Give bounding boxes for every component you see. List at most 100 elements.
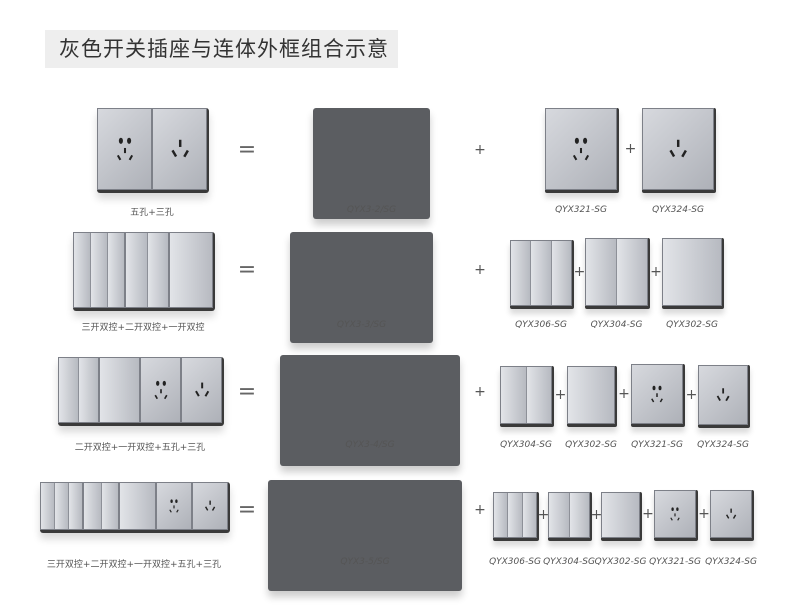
combo-panel-2 bbox=[73, 232, 215, 311]
frame-label: QYX3-2/SG bbox=[346, 205, 397, 215]
rocker-key bbox=[79, 358, 98, 422]
rocker-key bbox=[108, 233, 125, 307]
five-hole-socket-icon bbox=[571, 136, 592, 163]
plus-sign: + bbox=[650, 264, 662, 280]
rocker-key bbox=[74, 233, 92, 307]
panel-switch3 bbox=[73, 232, 126, 308]
equals-sign: = bbox=[237, 257, 257, 283]
module-socket5 bbox=[631, 364, 685, 427]
rocker-key bbox=[147, 233, 169, 307]
equals-sign: = bbox=[237, 497, 257, 523]
module-switch3 bbox=[493, 492, 539, 541]
combo-label: 三开双控+二开双控+一开双控+五孔+三孔 bbox=[46, 560, 222, 570]
module-switch1 bbox=[662, 238, 724, 309]
combo-label: 五孔+三孔 bbox=[130, 208, 174, 218]
plus-sign: + bbox=[474, 502, 486, 518]
rocker-key bbox=[586, 239, 617, 305]
plus-sign: + bbox=[537, 507, 550, 523]
module-socket3 bbox=[710, 490, 754, 541]
module-label: QYX324-SG bbox=[705, 557, 757, 567]
panel-face bbox=[698, 365, 748, 425]
module-label: QYX321-SG bbox=[649, 557, 701, 567]
rocker-key bbox=[501, 367, 527, 423]
module-switch3 bbox=[510, 240, 574, 309]
module-label: QYX304-SG bbox=[543, 557, 595, 567]
three-hole-socket-icon bbox=[725, 507, 737, 520]
module-label: QYX304-SG bbox=[500, 440, 552, 450]
frame-3-gang bbox=[290, 232, 433, 343]
plus-sign: + bbox=[474, 384, 486, 400]
panel-face bbox=[654, 490, 696, 538]
rocker-key bbox=[101, 483, 119, 529]
module-switch1 bbox=[567, 366, 617, 427]
rocker-key bbox=[522, 493, 536, 537]
module-switch2 bbox=[548, 492, 592, 541]
plus-sign: + bbox=[642, 506, 654, 522]
plus-sign: + bbox=[624, 141, 637, 157]
plus-sign: + bbox=[618, 386, 630, 402]
module-socket3 bbox=[698, 365, 750, 428]
plus-sign: + bbox=[590, 507, 603, 523]
panel-socket3 bbox=[181, 357, 222, 423]
rocker-key bbox=[549, 493, 570, 537]
three-hole-socket-icon bbox=[716, 387, 731, 404]
module-switch2 bbox=[500, 366, 554, 427]
rocker-key bbox=[41, 483, 56, 529]
equals-sign: = bbox=[237, 379, 257, 405]
combo-label: 三开双控+二开双控+一开双控 bbox=[81, 323, 205, 333]
rocker-key bbox=[569, 493, 589, 537]
rocker-key bbox=[69, 483, 83, 529]
panel-face bbox=[510, 240, 572, 306]
five-hole-socket-icon bbox=[669, 506, 681, 522]
rocker-key bbox=[508, 493, 523, 537]
frame-label: QYX3-4/SG bbox=[345, 440, 395, 450]
rocker-key bbox=[511, 241, 532, 305]
frame-label: QYX3-3/SG bbox=[336, 320, 387, 330]
panel-switch1 bbox=[119, 482, 156, 530]
five-hole-socket-icon bbox=[168, 498, 180, 514]
module-label: QYX306-SG bbox=[489, 557, 541, 567]
panel-face bbox=[548, 492, 590, 538]
plus-sign: + bbox=[474, 262, 486, 278]
panel-socket5 bbox=[97, 108, 152, 190]
frame-5-gang bbox=[268, 480, 462, 591]
three-hole-socket-icon bbox=[193, 381, 210, 399]
panel-socket5 bbox=[140, 357, 181, 423]
panel-switch2 bbox=[125, 232, 170, 308]
three-hole-socket-icon bbox=[169, 138, 190, 161]
frame-4-gang bbox=[280, 355, 460, 466]
rocker-key bbox=[617, 239, 647, 305]
three-hole-socket-icon bbox=[204, 499, 216, 512]
module-label: QYX321-SG bbox=[631, 440, 683, 450]
module-label: QYX304-SG bbox=[590, 320, 643, 330]
three-hole-socket-icon bbox=[668, 138, 689, 161]
panel-switch3 bbox=[40, 482, 84, 530]
combo-panel-1 bbox=[97, 108, 209, 193]
panel-face bbox=[500, 366, 552, 424]
combo-panel-4 bbox=[40, 482, 230, 533]
combo-label: 二开双控+一开双控+五孔+三孔 bbox=[74, 443, 206, 453]
rocker-key bbox=[170, 233, 212, 307]
module-label: QYX324-SG bbox=[652, 205, 704, 215]
module-label: QYX302-SG bbox=[565, 440, 617, 450]
frame-label: QYX3-5/SG bbox=[340, 557, 390, 567]
five-hole-socket-icon bbox=[152, 379, 169, 400]
equals-sign: = bbox=[237, 137, 257, 163]
rocker-key bbox=[531, 241, 552, 305]
panel-face bbox=[567, 366, 615, 424]
rocker-key bbox=[59, 358, 79, 422]
panel-switch2 bbox=[83, 482, 120, 530]
panel-face bbox=[642, 108, 714, 190]
panel-face bbox=[545, 108, 617, 190]
panel-face bbox=[710, 490, 752, 538]
rocker-key bbox=[55, 483, 70, 529]
rocker-key bbox=[602, 493, 639, 537]
panel-face bbox=[585, 238, 648, 306]
module-socket5 bbox=[654, 490, 698, 541]
frame-2-gang bbox=[313, 108, 430, 219]
rocker-key bbox=[568, 367, 614, 423]
combo-panel-3 bbox=[58, 357, 224, 426]
panel-switch1 bbox=[99, 357, 140, 423]
rocker-key bbox=[91, 233, 109, 307]
